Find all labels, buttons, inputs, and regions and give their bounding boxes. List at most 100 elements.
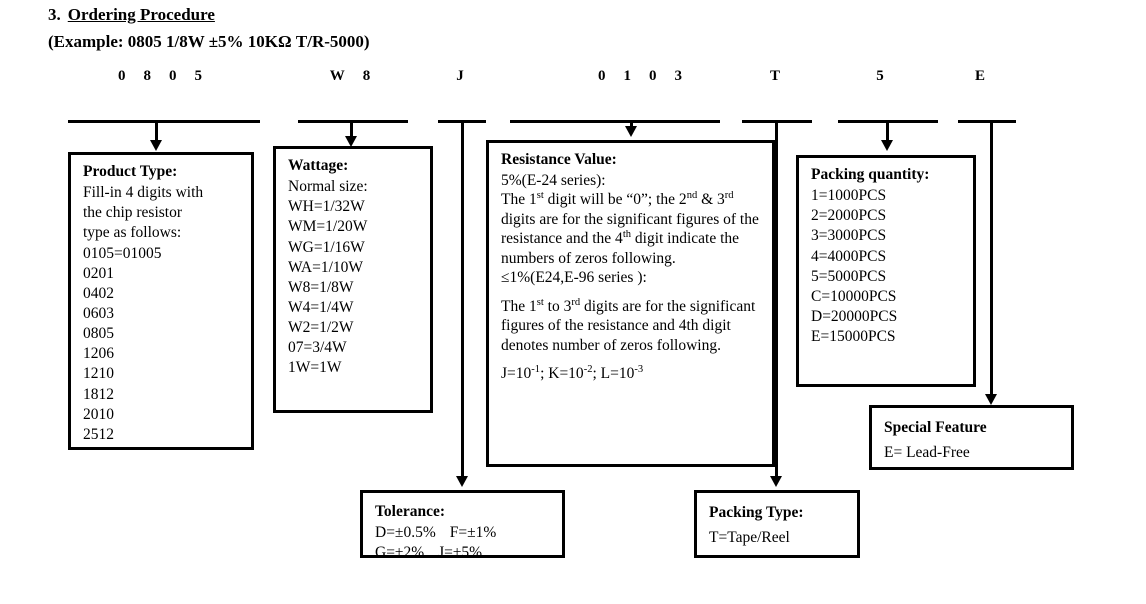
box-line: 1W=1W xyxy=(288,359,342,377)
arrow-icon-packing-type xyxy=(770,476,782,487)
code-char: 0 xyxy=(118,68,126,84)
code-char: 8 xyxy=(143,68,152,84)
code-group-packing-quantity: 5 xyxy=(860,68,900,85)
box-line: 1206 xyxy=(83,345,114,363)
code-char: 8 xyxy=(362,68,371,84)
box-header: Product Type: xyxy=(83,163,178,180)
code-group-product-type: 0 8 0 5 xyxy=(100,68,220,85)
page-title: 3. Ordering Procedure xyxy=(48,5,215,25)
code-char: 5 xyxy=(194,68,203,84)
box-line: 0805 xyxy=(83,325,114,343)
connector-line-wattage xyxy=(350,120,353,138)
box-header: Packing quantity: xyxy=(811,166,930,183)
box-line: 2512 xyxy=(83,425,114,443)
spacer xyxy=(501,355,762,364)
box-line: D=20000PCS xyxy=(811,307,898,325)
spacer xyxy=(501,288,762,297)
arrow-icon-wattage xyxy=(345,136,357,147)
connector-rule-product-type xyxy=(68,120,260,123)
box-line: WM=1/20W xyxy=(288,218,368,236)
box-line: type as follows: xyxy=(83,224,182,242)
arrow-icon-packing-quantity xyxy=(881,140,893,151)
ordinal-sup: st xyxy=(536,296,544,308)
box-line: WA=1/10W xyxy=(288,258,364,276)
box-line: 0402 xyxy=(83,284,114,302)
code-char: T xyxy=(769,68,780,84)
box-line: 1=1000PCS xyxy=(811,187,887,205)
box-line: 4=4000PCS xyxy=(811,247,887,265)
box-tolerance: Tolerance: D=±0.5%F=±1% G=±2%J=±5% xyxy=(360,490,565,561)
code-char: 3 xyxy=(674,68,683,84)
exponent-sup: -3 xyxy=(634,364,644,375)
box-line-series-5pct: 5%(E-24 series): xyxy=(501,171,606,189)
box-line: WG=1/16W xyxy=(288,238,365,256)
box-line: E=15000PCS xyxy=(811,328,896,346)
section-number: 3. xyxy=(48,5,61,24)
box-line: 2010 xyxy=(83,405,114,423)
code-group-packing-type: T xyxy=(755,68,795,85)
exponent-sup: -2 xyxy=(583,364,593,375)
arrow-icon-resistance xyxy=(625,126,637,137)
box-line-multipliers: J=10-1; K=10-2; L=10-3 xyxy=(501,364,644,383)
connector-line-packing-type xyxy=(775,120,778,478)
connector-rule-wattage xyxy=(298,120,408,123)
code-group-tolerance: J xyxy=(440,68,480,85)
box-line: E= Lead-Free xyxy=(884,444,970,462)
connector-rule-resistance xyxy=(510,120,720,123)
box-line: Fill-in 4 digits with xyxy=(83,184,204,202)
box-wattage: Wattage: Normal size: WH=1/32W WM=1/20W … xyxy=(273,146,433,413)
connector-line-tolerance xyxy=(461,120,464,478)
box-line: 1210 xyxy=(83,365,114,383)
box-product-type: Product Type: Fill-in 4 digits with the … xyxy=(68,152,254,450)
connector-line-product-type xyxy=(155,120,158,142)
box-line: 1812 xyxy=(83,385,114,403)
box-line: C=10000PCS xyxy=(811,287,897,305)
code-char: W xyxy=(329,68,345,84)
arrow-icon-tolerance xyxy=(456,476,468,487)
ordinal-sup: th xyxy=(622,228,632,240)
exponent-sup: -1 xyxy=(531,364,541,375)
connector-line-resistance xyxy=(630,120,633,128)
connector-line-packing-quantity xyxy=(886,120,889,142)
box-paragraph-1pct: The 1st to 3rd digits are for the signif… xyxy=(501,296,756,354)
code-char: 0 xyxy=(598,68,606,84)
ordinal-sup: rd xyxy=(571,296,581,308)
box-line: W4=1/4W xyxy=(288,298,354,316)
box-line: 0603 xyxy=(83,304,114,322)
box-header: Tolerance: xyxy=(375,503,446,520)
connector-line-special-feature xyxy=(990,120,993,396)
arrow-icon-product-type xyxy=(150,140,162,151)
box-line: 2=2000PCS xyxy=(811,207,887,225)
ordinal-sup: nd xyxy=(686,189,698,201)
box-line: 0201 xyxy=(83,264,114,282)
code-char: 1 xyxy=(623,68,632,84)
section-title: Ordering Procedure xyxy=(67,5,215,24)
box-header: Special Feature xyxy=(884,419,987,436)
arrow-icon-special-feature xyxy=(985,394,997,405)
box-line: 5=5000PCS xyxy=(811,267,887,285)
box-line: 07=3/4W xyxy=(288,339,347,357)
box-header: Resistance Value: xyxy=(501,151,617,168)
box-packing-quantity: Packing quantity: 1=1000PCS 2=2000PCS 3=… xyxy=(796,155,976,387)
box-line: T=Tape/Reel xyxy=(709,529,790,547)
code-char: 0 xyxy=(169,68,177,84)
connector-rule-special-feature xyxy=(958,120,1016,123)
box-line-series-1pct: ≤1%(E24,E-96 series ): xyxy=(501,269,647,287)
box-line: Normal size: xyxy=(288,178,368,196)
box-line-tolerance-row1: D=±0.5%F=±1% xyxy=(375,524,497,542)
box-special-feature: Special Feature E= Lead-Free xyxy=(869,405,1074,470)
box-header: Packing Type: xyxy=(709,504,804,521)
code-char: J xyxy=(456,68,464,84)
box-header: Wattage: xyxy=(288,157,349,174)
box-line: WH=1/32W xyxy=(288,198,365,216)
example-line: (Example: 0805 1/8W ±5% 10KΩ T/R-5000) xyxy=(48,32,370,51)
box-paragraph-5pct: The 1st digit will be “0”; the 2nd & 3rd… xyxy=(501,189,759,267)
ordinal-sup: st xyxy=(536,189,544,201)
code-group-special-feature: E xyxy=(960,68,1000,85)
box-line: 0105=01005 xyxy=(83,244,162,262)
box-line: W2=1/2W xyxy=(288,319,354,337)
code-char: 5 xyxy=(876,68,884,84)
